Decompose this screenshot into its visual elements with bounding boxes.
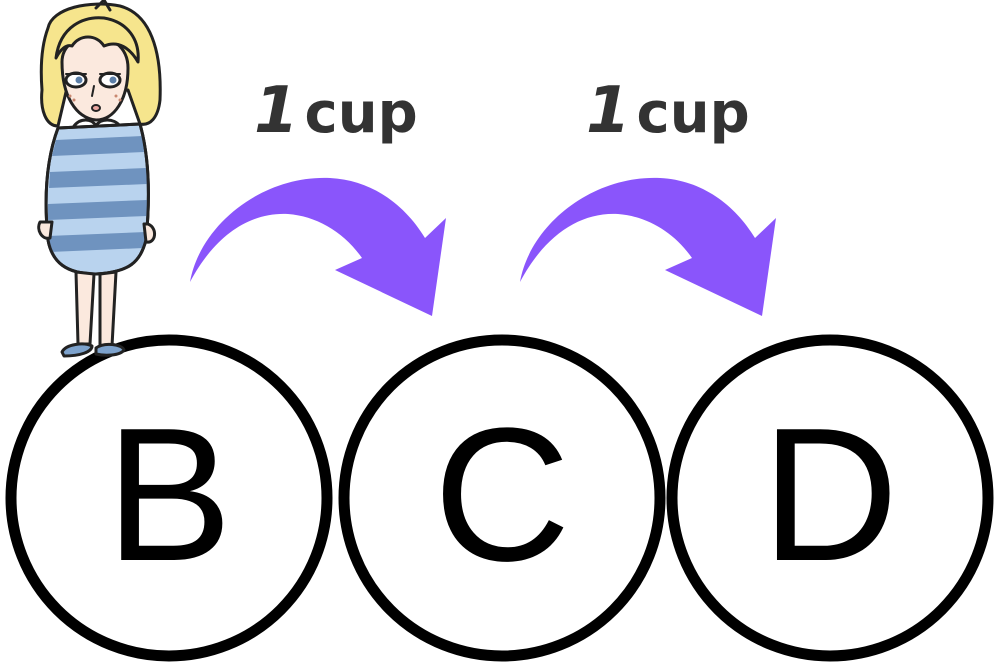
step-unit: cup [305,81,418,146]
node-circle-b [5,334,333,662]
node-circle-c [338,334,666,662]
node-label-c: C [433,389,570,601]
step-unit: cup [637,81,750,146]
node-circles [5,334,994,662]
girl-character-icon [37,0,162,358]
arrow-icon [190,177,446,316]
node-circle-d [666,334,994,662]
node-label-d: D [761,389,898,601]
step-quantity: 1 [254,74,299,148]
arrow-icon [520,177,776,316]
step-quantity: 1 [586,74,631,148]
node-label-b: B [106,389,233,601]
